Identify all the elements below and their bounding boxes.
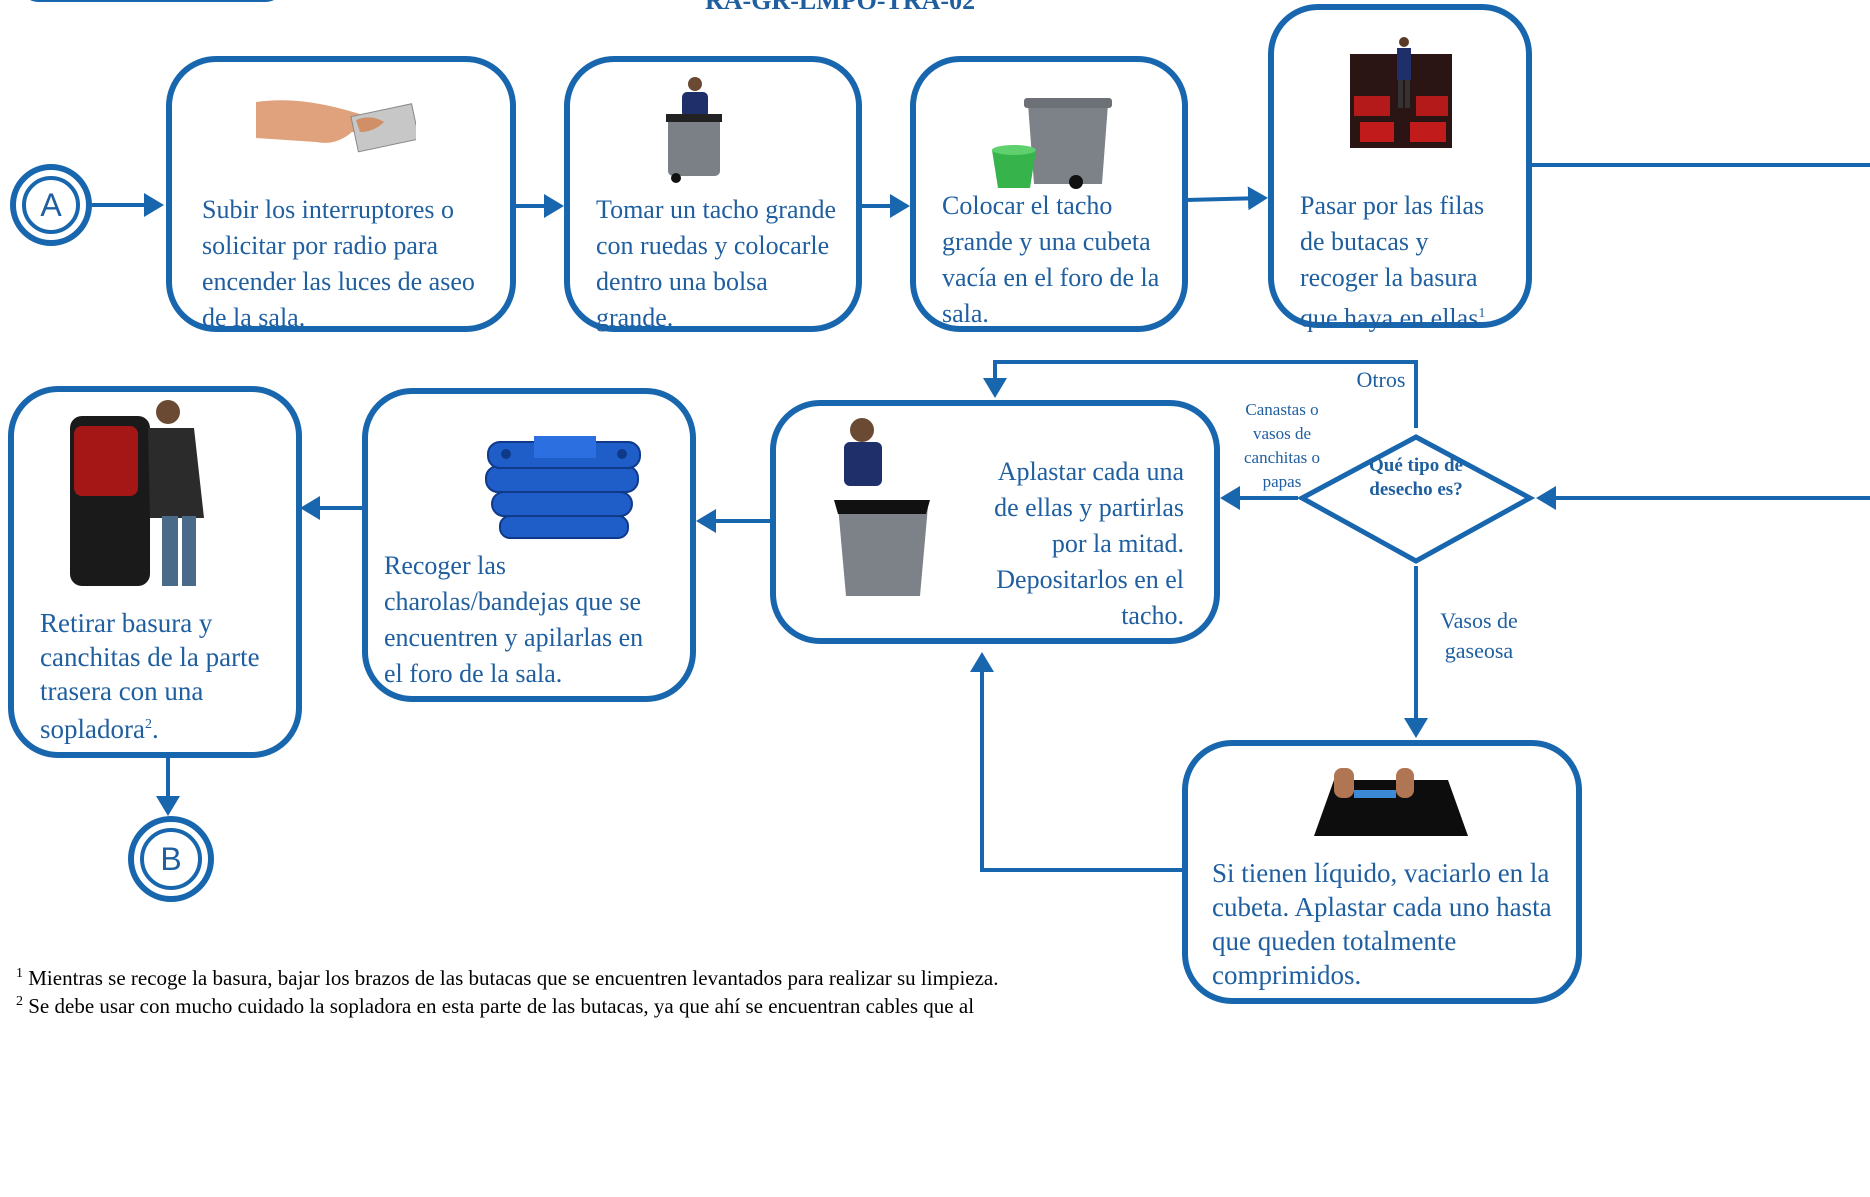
step-5-text: Aplastar cada una de ellas y partirlas p…: [994, 457, 1184, 630]
step-6-text: Recoger las charolas/bandejas que se enc…: [384, 551, 644, 688]
step-1-text: Subir los interruptores o solicitar por …: [202, 195, 475, 332]
decision-question: Qué tipo de desecho es?: [1369, 455, 1463, 500]
step-2-text: Tomar un tacho grande con ruedas y coloc…: [596, 195, 837, 332]
footnote-2: 2 Se debe usar con mucho cuidado la sopl…: [16, 988, 1176, 1020]
step-4-text: Pasar por las filas de butacas y recoger…: [1300, 191, 1492, 333]
footnote-ref-1: 1: [1478, 306, 1486, 321]
branch-vasos-gaseosa-label: Vasos de gaseosa: [1440, 608, 1518, 663]
hand-switch-icon: [256, 100, 416, 153]
arrow-step3-to-step4: [1185, 186, 1268, 211]
arrow-step8-to-step5: [970, 652, 1182, 872]
connector-a: A: [10, 164, 92, 246]
step-1-box: [166, 56, 516, 332]
step-2-box: [564, 56, 862, 332]
worker-blower-icon: [70, 400, 204, 586]
step-7-text: Retirar basura y canchitas de la parte t…: [40, 606, 270, 746]
step-3-text: Colocar el tacho grande y una cubeta vac…: [942, 191, 1160, 328]
step-4-label: Pasar por las filas de butacas y recoger…: [1300, 191, 1485, 333]
hands-bag-icon: [1314, 768, 1468, 836]
worker-crushing-icon: [834, 418, 930, 596]
step-6-box: [362, 388, 696, 702]
step-7-label: Retirar basura y canchitas de la parte t…: [40, 608, 260, 744]
footnote-ref-2: 2: [144, 717, 152, 732]
blue-trays-icon: [485, 436, 641, 539]
bin-and-bucket-icon: [992, 98, 1112, 189]
footnote-1-mark: 1: [16, 966, 23, 981]
cinema-seats-icon: [1350, 37, 1452, 148]
branch-canastas-label: Canastas o vasos de canchitas o papas: [1244, 400, 1320, 491]
footnote-1: 1 Mientras se recoge la basura, bajar lo…: [16, 960, 1176, 992]
footnote-2-text: Se debe usar con mucho cuidado la soplad…: [23, 994, 975, 1018]
decision-diamond: [1296, 434, 1536, 564]
step-7-end: .: [151, 714, 159, 744]
step-8-text: Si tienen líquido, vaciarlo en la cubeta…: [1212, 858, 1552, 990]
worker-trash-bin-icon: [666, 77, 722, 183]
document-code: RA-GR-LMPO-TRA-02: [705, 0, 976, 15]
arrow-otros: [983, 360, 1418, 428]
footnote-1-text: Mientras se recoge la basura, bajar los …: [23, 966, 999, 990]
footnote-2-mark: 2: [16, 994, 23, 1009]
branch-otros-label: Otros: [1356, 367, 1406, 392]
connector-b: B: [128, 816, 214, 902]
